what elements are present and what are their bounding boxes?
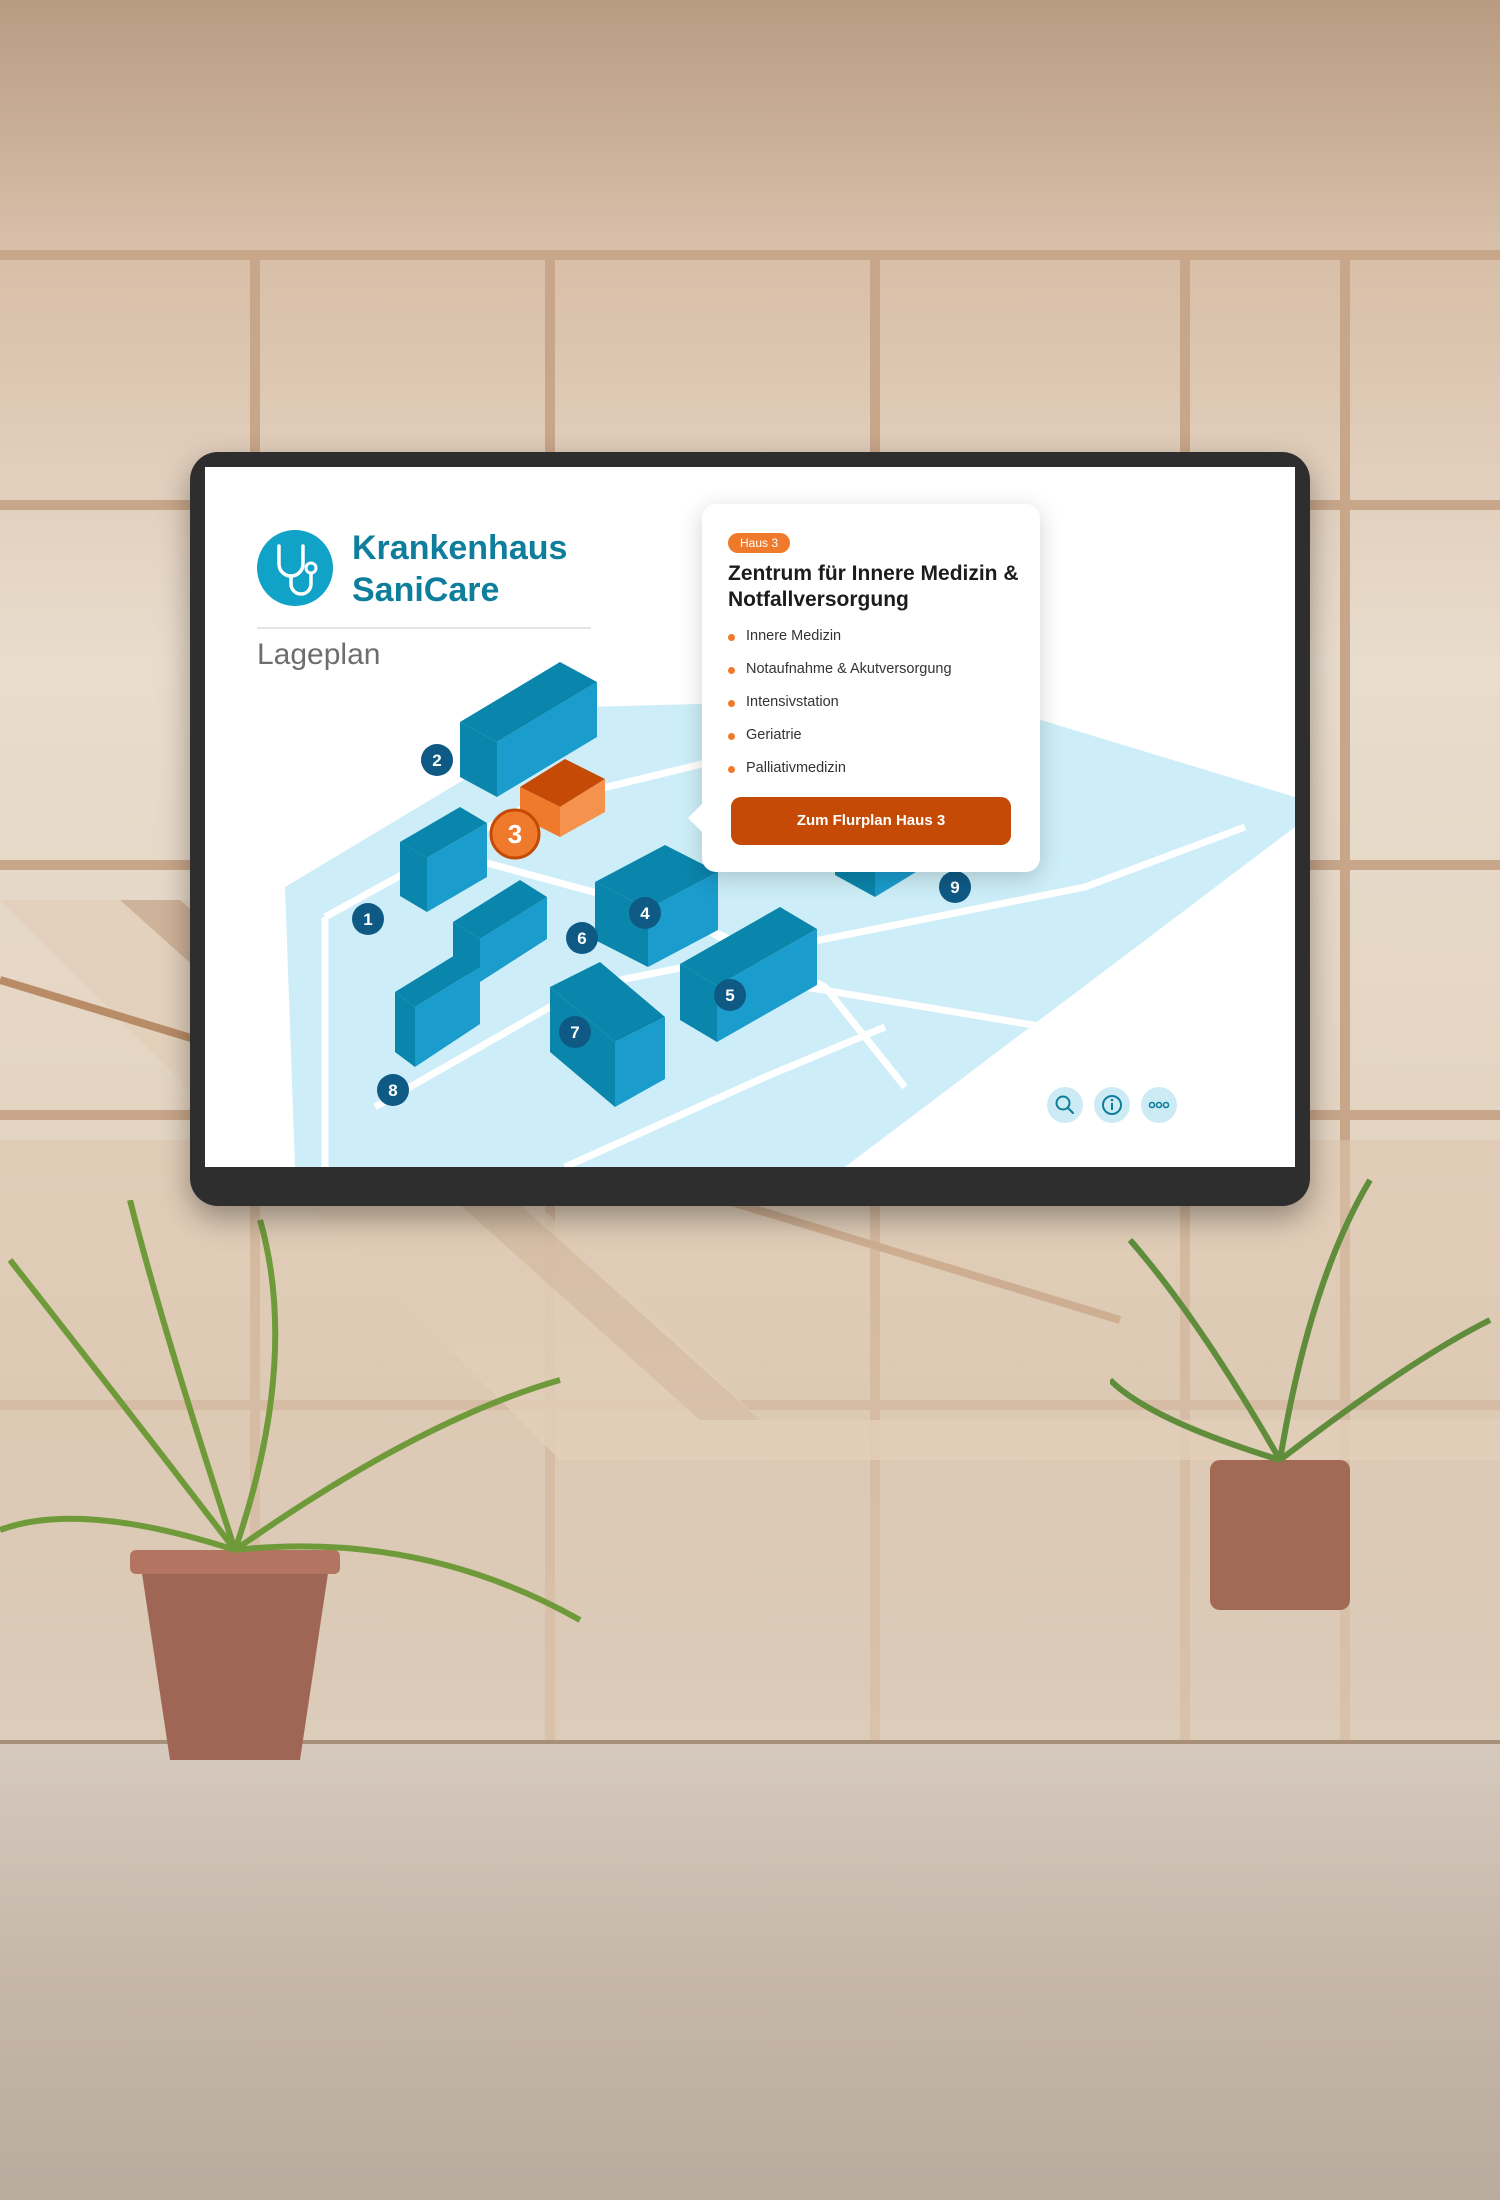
search-icon — [1055, 1095, 1074, 1114]
svg-text:2: 2 — [432, 751, 441, 770]
more-button[interactable] — [1141, 1087, 1177, 1123]
page-title: Lageplan — [257, 638, 381, 671]
search-button[interactable] — [1047, 1087, 1083, 1123]
floorplan-button[interactable]: Zum Flurplan Haus 3 — [731, 797, 1011, 845]
building-info-popup: Haus 3 Zentrum für Innere Medizin & Notf… — [688, 504, 1040, 872]
kiosk-screen: 2 3 1 6 4 5 7 8 9 Krankenhaus SaniCare — [205, 467, 1295, 1167]
info-icon — [1102, 1095, 1122, 1115]
divider — [257, 627, 591, 629]
marker-2[interactable]: 2 — [421, 744, 453, 776]
marker-1[interactable]: 1 — [352, 903, 384, 935]
svg-text:3: 3 — [508, 819, 522, 849]
svg-text:6: 6 — [577, 929, 586, 948]
building-2[interactable] — [460, 662, 597, 797]
stethoscope-logo-icon — [257, 530, 333, 606]
info-button[interactable] — [1094, 1087, 1130, 1123]
marker-8[interactable]: 8 — [377, 1074, 409, 1106]
building-badge: Haus 3 — [728, 533, 791, 553]
marker-5[interactable]: 5 — [714, 979, 746, 1011]
floor — [0, 1740, 1500, 2200]
building-title: Zentrum für Innere Medizin & Notfallvers… — [728, 562, 1019, 611]
marker-7[interactable]: 7 — [559, 1016, 591, 1048]
building-5[interactable] — [680, 907, 817, 1042]
palm-plant — [1110, 1178, 1492, 1610]
hospital-name-line2: SaniCare — [352, 571, 500, 609]
department-list: Innere Medizin Notaufnahme & Akutversorg… — [728, 628, 952, 793]
display-monitor: 2 3 1 6 4 5 7 8 9 Krankenhaus SaniCare — [190, 452, 1310, 1206]
list-item: Innere Medizin — [728, 628, 952, 661]
list-item: Geriatrie — [728, 727, 952, 760]
hospital-name: Krankenhaus SaniCare — [352, 527, 567, 611]
svg-text:7: 7 — [570, 1023, 579, 1042]
site-map: 2 3 1 6 4 5 7 8 9 — [285, 662, 1295, 1167]
building-1[interactable] — [400, 807, 487, 912]
building-8[interactable] — [395, 952, 480, 1067]
list-item: Palliativmedizin — [728, 760, 952, 793]
svg-text:4: 4 — [640, 904, 650, 923]
svg-text:9: 9 — [950, 878, 959, 897]
svg-text:5: 5 — [725, 986, 734, 1005]
svg-text:8: 8 — [388, 1081, 397, 1100]
building-3[interactable] — [520, 759, 605, 837]
fern-plant — [0, 1200, 582, 1760]
ceiling — [0, 0, 1500, 250]
hospital-name-line1: Krankenhaus — [352, 529, 568, 567]
more-icon — [1148, 1101, 1170, 1109]
marker-6[interactable]: 6 — [566, 922, 598, 954]
marker-4[interactable]: 4 — [629, 897, 661, 929]
building-7[interactable] — [550, 962, 665, 1107]
list-item: Intensivstation — [728, 694, 952, 727]
list-item: Notaufnahme & Akutversorgung — [728, 661, 952, 694]
marker-3[interactable]: 3 — [489, 808, 541, 860]
svg-text:1: 1 — [363, 910, 372, 929]
marker-9[interactable]: 9 — [939, 871, 971, 903]
